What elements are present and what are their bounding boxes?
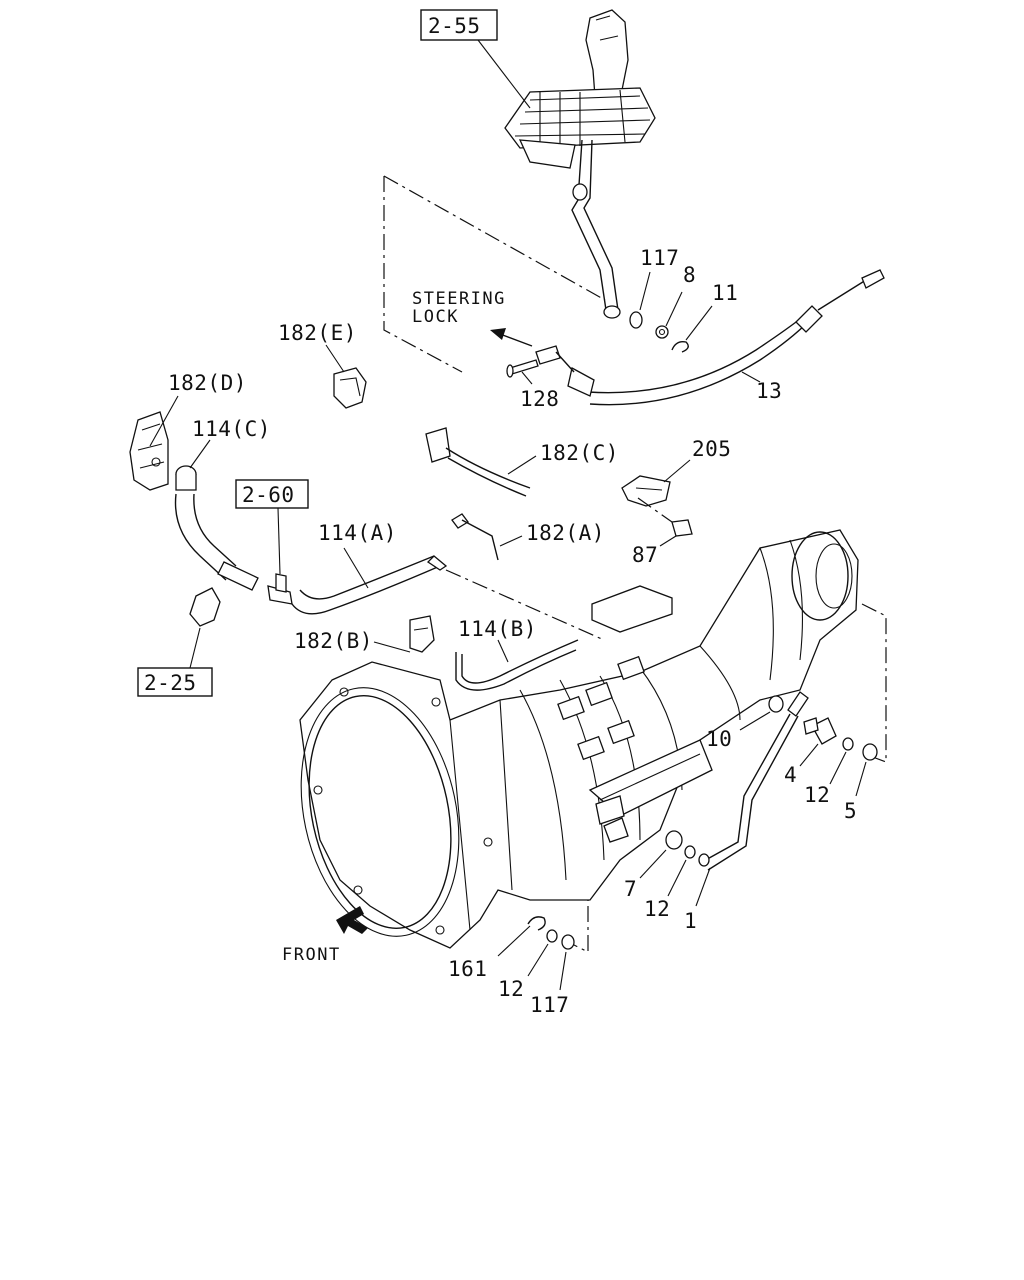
- steering-lock-arrow-icon: [490, 328, 533, 347]
- ref-2-55: 2-55: [428, 14, 481, 38]
- front-label: FRONT: [282, 945, 341, 965]
- selector-bracket: [383, 175, 606, 373]
- bolt-4: [799, 717, 837, 767]
- washer-12-mid: [667, 845, 696, 897]
- clip-182b: [373, 615, 435, 653]
- clip-182e: [325, 344, 367, 409]
- label-182e: 182(E): [278, 321, 357, 345]
- washer-117-low: [559, 934, 575, 991]
- hose-114c: [174, 439, 237, 581]
- label-12-mid: 12: [644, 897, 670, 921]
- hose-114b: [455, 639, 579, 691]
- shift-lever-assembly: [504, 9, 656, 319]
- transmission-housing: [299, 529, 859, 949]
- steering-lock-line2: LOCK: [412, 307, 459, 327]
- label-182a: 182(A): [526, 521, 605, 545]
- ref-box-2-25: [137, 667, 213, 697]
- clevis-pin-128: [506, 359, 539, 385]
- label-114a: 114(A): [318, 521, 397, 545]
- label-128: 128: [520, 387, 559, 411]
- ref-box-2-60: [235, 479, 309, 509]
- ref-2-60: 2-60: [242, 483, 295, 507]
- label-161: 161: [448, 957, 487, 981]
- washer-12-low: [527, 929, 558, 977]
- label-11: 11: [712, 281, 738, 305]
- bolt-87: [637, 497, 693, 547]
- label-117-top: 117: [640, 246, 679, 270]
- label-117-low: 117: [530, 993, 569, 1017]
- hose-114a: [291, 547, 448, 615]
- label-114b: 114(B): [458, 617, 537, 641]
- washer-8: [655, 291, 683, 339]
- label-12-low: 12: [498, 977, 524, 1001]
- ref-2-25: 2-25: [144, 671, 197, 695]
- wire-182a: [451, 513, 523, 561]
- label-8: 8: [683, 263, 696, 287]
- control-rod-1: [695, 691, 809, 907]
- bracket-182d: [129, 395, 179, 491]
- connector-2-25: [189, 587, 221, 669]
- label-205: 205: [692, 437, 731, 461]
- label-4: 4: [784, 763, 797, 787]
- washer-12-right: [829, 737, 854, 785]
- label-5: 5: [844, 799, 857, 823]
- cotter-pin-11: [671, 305, 713, 353]
- label-1: 1: [684, 909, 697, 933]
- nut-10: [739, 695, 784, 731]
- ref-box-2-55: [420, 9, 498, 41]
- front-arrow-icon: [336, 906, 368, 934]
- label-182d: 182(D): [168, 371, 247, 395]
- label-182b: 182(B): [294, 629, 373, 653]
- label-10: 10: [706, 727, 732, 751]
- label-114c: 114(C): [192, 417, 271, 441]
- cable-tie-182c: [425, 427, 537, 497]
- steering-lock-line1: STEERING: [412, 289, 506, 309]
- clip-205: [621, 459, 691, 507]
- label-13: 13: [756, 379, 782, 403]
- washer-117-top: [629, 271, 651, 329]
- hose-junction: [217, 561, 293, 605]
- label-87: 87: [632, 543, 658, 567]
- nut-5: [855, 743, 878, 797]
- label-7: 7: [624, 877, 637, 901]
- shift-cable-13: [535, 269, 885, 406]
- cotter-pin-161: [497, 916, 546, 957]
- label-12-right: 12: [804, 783, 830, 807]
- label-182c: 182(C): [540, 441, 619, 465]
- nut-7: [639, 830, 683, 879]
